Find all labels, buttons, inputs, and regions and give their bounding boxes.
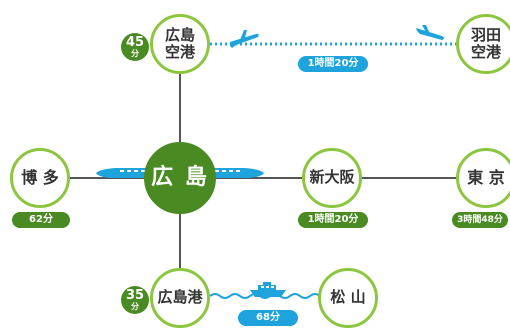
- airplane-icon: [416, 25, 444, 40]
- badge-unit: 分: [131, 302, 139, 311]
- node-hiroshima-port: 広島港: [150, 268, 210, 328]
- ferry-duration: 68分: [238, 310, 298, 326]
- badge-number: 45: [125, 35, 145, 50]
- shinkansen-icon: [96, 168, 154, 178]
- shinkansen-icon: [206, 168, 264, 178]
- node-hiroshima: 広 島: [144, 142, 216, 214]
- node-label: 東 京: [467, 167, 505, 187]
- airport-access-badge: 45 分: [121, 33, 149, 61]
- node-label: 松 山: [330, 288, 366, 307]
- node-label: 博 多: [21, 167, 59, 187]
- port-access-badge: 35 分: [121, 286, 149, 314]
- flight-duration: 1時間20分: [298, 56, 368, 72]
- node-hiroshima-airport: 広島 空港: [150, 14, 210, 74]
- hakata-duration: 62分: [12, 212, 70, 228]
- node-matsuyama: 松 山: [318, 268, 378, 328]
- node-tokyo: 東 京: [456, 148, 510, 208]
- airplane-icon: [230, 30, 259, 48]
- badge-unit: 分: [131, 49, 139, 58]
- badge-number: 35: [125, 288, 145, 303]
- ferry-icon: [250, 282, 286, 297]
- shin-osaka-duration: 1時間20分: [298, 212, 368, 228]
- node-shin-osaka: 新大阪: [302, 148, 362, 208]
- node-haneda-airport: 羽田 空港: [456, 14, 510, 74]
- node-label: 新大阪: [309, 168, 355, 187]
- node-hakata: 博 多: [10, 148, 70, 208]
- node-label: 羽田 空港: [470, 25, 501, 61]
- node-label: 広島 空港: [164, 25, 195, 61]
- tokyo-duration: 3時間48分: [452, 212, 508, 228]
- node-label: 広 島: [151, 165, 209, 191]
- node-label: 広島港: [157, 288, 203, 307]
- ferry-route: [209, 293, 321, 299]
